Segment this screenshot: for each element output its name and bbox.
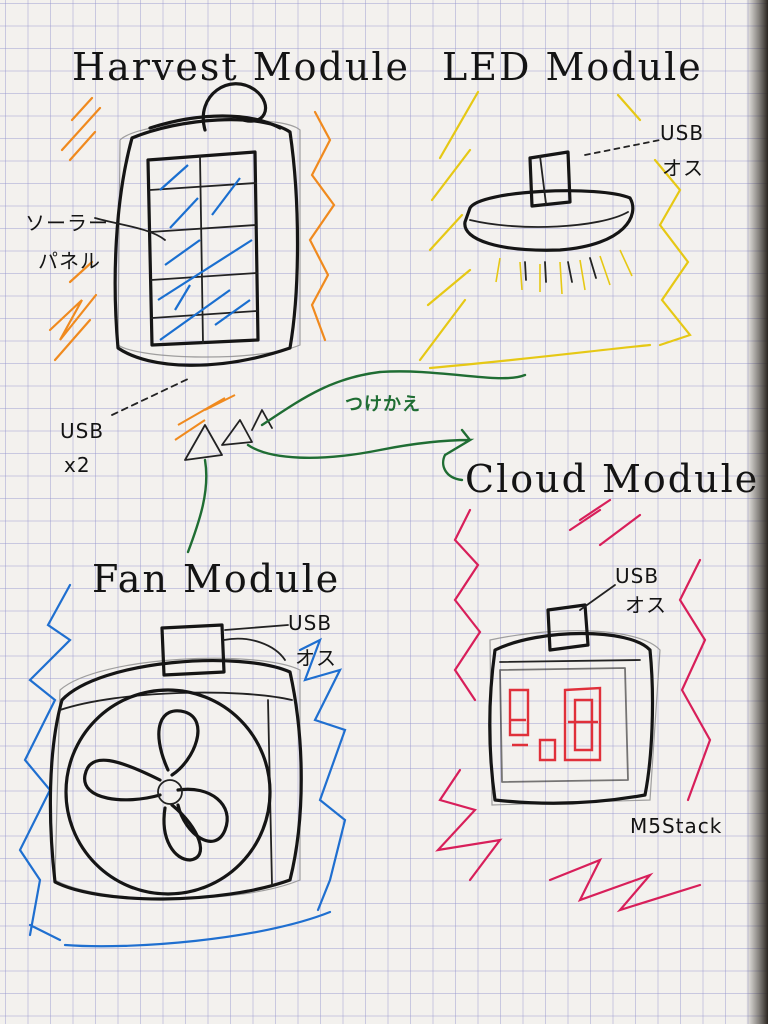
m5stack-device [488, 603, 661, 806]
cloud-module: Cloud Module USB オス M5Stack [435, 457, 759, 913]
led-usb-line1: USB [660, 121, 704, 145]
solar-label-line2: パネル [38, 249, 101, 273]
harvest-module: Harvest Module ソーラー パネル [25, 45, 410, 416]
cloud-aura [435, 498, 712, 913]
solar-label-line1: ソーラー [25, 211, 109, 235]
led-module: LED Module USB オス [418, 45, 704, 370]
hub-usb-line2: x2 [64, 453, 91, 477]
fan-module-title: Fan Module [92, 557, 340, 601]
led-usb-line2: オス [662, 156, 704, 180]
hub-usb-line1: USB [60, 419, 104, 443]
hub-aura [174, 394, 236, 441]
display-digits-icon [508, 686, 602, 762]
fan-aura [18, 583, 347, 948]
harvest-aura [48, 96, 336, 362]
harvest-module-title: Harvest Module [72, 45, 410, 89]
swap-label: つけかえ [345, 394, 421, 415]
solar-panel-icon [146, 150, 260, 347]
cloud-module-title: Cloud Module [465, 457, 759, 501]
cloud-usb-line2: オス [625, 593, 667, 617]
led-aura [418, 90, 692, 370]
usb-hub: USB x2 [60, 394, 273, 477]
led-module-title: LED Module [442, 45, 703, 89]
fan-module: Fan Module USB オス [18, 557, 347, 948]
fan-usb-line2: オス [295, 646, 337, 670]
hook-icon [201, 82, 268, 132]
lamp-icon [463, 150, 635, 295]
fan-usb-line1: USB [288, 611, 332, 635]
cloud-usb-line1: USB [615, 564, 659, 588]
connector-lines [186, 370, 527, 554]
m5stack-label: M5Stack [630, 814, 722, 838]
fan-icon [48, 623, 303, 901]
